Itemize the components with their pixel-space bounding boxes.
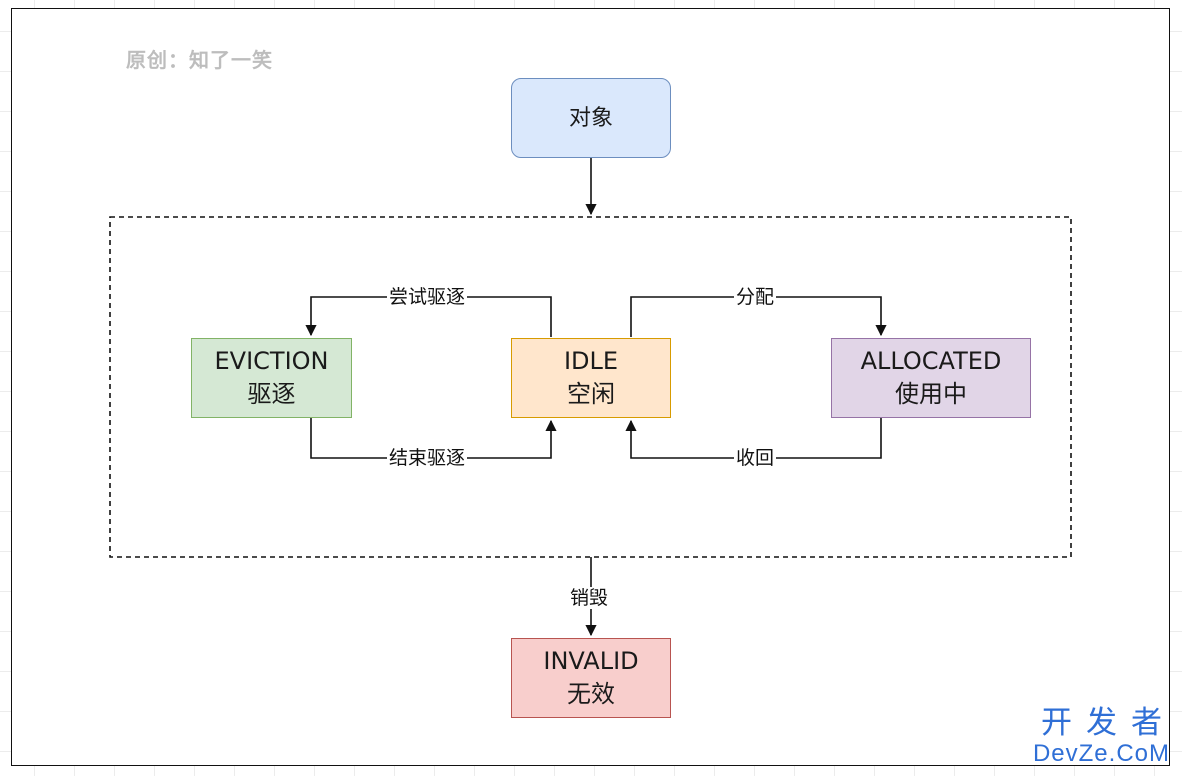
node-allocated[interactable]: ALLOCATED 使用中 [831,338,1031,418]
node-idle[interactable]: IDLE 空闲 [511,338,671,418]
node-eviction[interactable]: EVICTION 驱逐 [191,338,352,418]
edge-label-try-evict: 尝试驱逐 [387,286,468,308]
node-idle-label-en: IDLE [563,347,619,375]
node-object[interactable]: 对象 [511,78,671,158]
edge-label-reclaim: 收回 [734,447,777,469]
edge-label-end-evict: 结束驱逐 [387,447,468,469]
brand-logo-cn: 开发者 [1040,705,1176,740]
edge-label-allocate: 分配 [734,286,777,308]
node-idle-label-cn: 空闲 [567,380,615,408]
node-eviction-label-en: EVICTION [214,347,329,375]
author-watermark: 原创：知了一笑 [126,48,273,72]
node-invalid-label-cn: 无效 [567,680,615,708]
node-invalid-label-en: INVALID [543,647,639,675]
node-object-label: 对象 [568,105,613,131]
brand-logo: 开发者 DevZe.CoM [1033,706,1170,768]
node-invalid[interactable]: INVALID 无效 [511,638,671,718]
brand-logo-en: DevZe.CoM [1032,740,1170,767]
edge-label-destroy: 销毁 [568,587,611,609]
node-allocated-label-en: ALLOCATED [860,347,1002,375]
node-eviction-label-cn: 驱逐 [247,380,296,408]
node-allocated-label-cn: 使用中 [895,380,967,408]
